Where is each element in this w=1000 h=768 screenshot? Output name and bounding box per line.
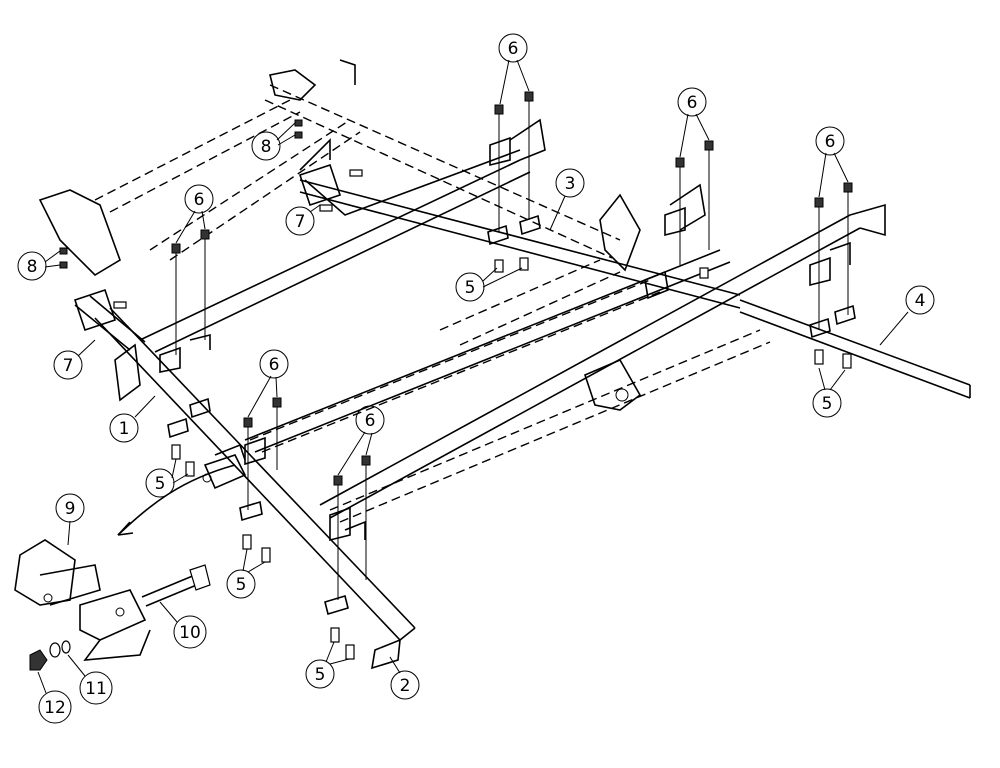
svg-text:2: 2 [400, 676, 411, 696]
phantom-frame-rails [94, 84, 771, 523]
svg-text:6: 6 [365, 411, 376, 431]
svg-text:6: 6 [269, 355, 280, 375]
svg-text:7: 7 [295, 212, 306, 232]
callout-8-left: 8 [17, 250, 61, 281]
main-frame-tubes [38, 59, 971, 670]
svg-text:6: 6 [194, 190, 205, 210]
callout-4: 4 [879, 285, 935, 346]
callout-1: 1 [109, 395, 156, 443]
u-bolt-hardware [171, 91, 853, 600]
callout-5-upper: 5 [455, 267, 523, 302]
callout-5-mid: 5 [226, 548, 266, 599]
svg-text:6: 6 [508, 39, 519, 59]
callout-12: 12 [37, 671, 72, 724]
callout-6-centerleft: 6 [247, 349, 289, 418]
svg-text:6: 6 [687, 93, 698, 113]
svg-text:5: 5 [236, 575, 247, 595]
callout-6-top: 6 [498, 33, 530, 105]
callout-5-left: 5 [145, 458, 189, 498]
callout-3: 3 [549, 168, 585, 231]
svg-text:7: 7 [63, 356, 74, 376]
svg-text:12: 12 [44, 698, 66, 718]
hitch-detail [14, 464, 236, 671]
svg-text:11: 11 [85, 679, 107, 699]
svg-text:5: 5 [822, 394, 833, 414]
callout-10: 10 [159, 601, 207, 649]
svg-text:4: 4 [915, 291, 926, 311]
svg-text:8: 8 [27, 257, 38, 277]
bolts [59, 119, 852, 660]
callout-2: 2 [389, 656, 420, 700]
callout-5-right: 5 [812, 367, 846, 418]
callout-7-left: 7 [53, 339, 96, 380]
svg-text:9: 9 [65, 499, 76, 519]
callout-11: 11 [67, 654, 113, 705]
callout-7-center: 7 [285, 204, 321, 236]
callout-8-upper: 8 [251, 122, 296, 161]
callout-9: 9 [55, 493, 85, 546]
svg-text:3: 3 [565, 174, 576, 194]
callout-6-right: 6 [815, 126, 849, 198]
callouts: 1 2 3 4 5 [17, 33, 935, 724]
svg-text:5: 5 [465, 278, 476, 298]
svg-text:6: 6 [825, 132, 836, 152]
callout-6-left: 6 [175, 184, 214, 244]
callout-6-centerfront: 6 [337, 405, 385, 476]
svg-text:5: 5 [155, 474, 166, 494]
svg-text:8: 8 [261, 137, 272, 157]
svg-text:5: 5 [315, 665, 326, 685]
callout-6-midright: 6 [677, 87, 710, 158]
svg-text:10: 10 [179, 623, 201, 643]
svg-text:1: 1 [119, 419, 130, 439]
callout-5-lower: 5 [305, 641, 350, 689]
